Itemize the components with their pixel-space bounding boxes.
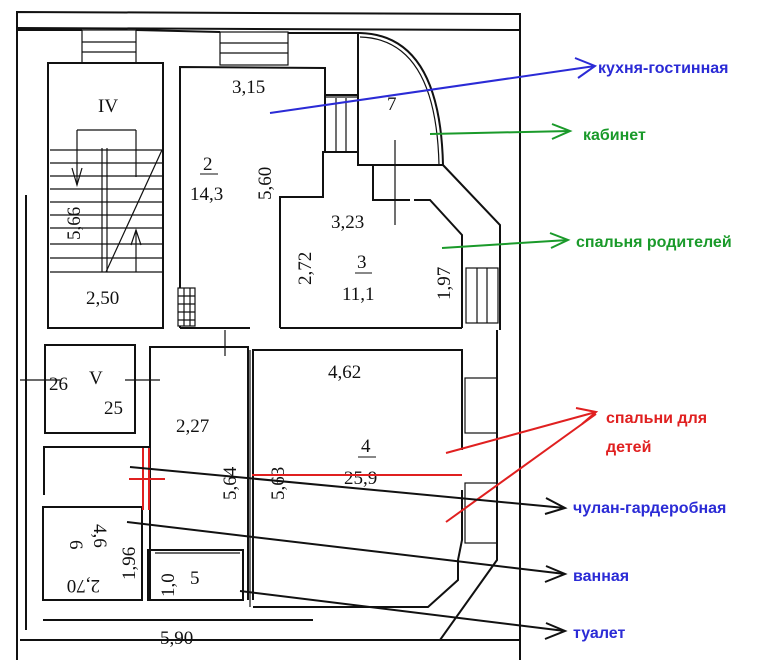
room6-area: 4,6 (89, 524, 110, 548)
arrow-parents-bedroom (441, 232, 571, 249)
plan-walls (16, 10, 521, 660)
room6-length: 1,96 (119, 547, 140, 580)
arrow-kitchen (269, 57, 598, 114)
stair-width: 2,50 (86, 288, 119, 309)
annotation-labels: кухня-гостинная кабинет спальня родителе… (573, 60, 732, 642)
room3-right: 1,97 (434, 267, 455, 300)
label-kitchen-living: кухня-гостинная (598, 60, 728, 77)
room5-number: 5 (190, 568, 200, 589)
room4-length: 5,63 (268, 467, 289, 500)
roomV-right: 25 (104, 398, 123, 419)
label-toilet: туалет (573, 625, 625, 642)
arrow-toilet (239, 590, 568, 640)
room2-area: 14,3 (190, 184, 223, 205)
room4-number: 4 (361, 436, 371, 457)
arrow-bathroom (126, 521, 568, 583)
room2-number: 2 (203, 154, 213, 175)
room3-width: 3,23 (331, 212, 364, 233)
arrow-kids-bedrooms (129, 407, 599, 523)
stair-name: IV (98, 96, 118, 117)
label-kids-bedrooms-line2: детей (606, 439, 651, 456)
bottom-dim: 5,90 (160, 628, 193, 649)
roomV-name: V (89, 368, 103, 389)
roomV-left: 26 (49, 374, 68, 395)
corridor-length: 5,64 (220, 466, 241, 500)
room3-number: 3 (357, 252, 367, 273)
room7-number: 7 (387, 94, 397, 115)
room4-area: 25,9 (344, 468, 377, 489)
room4-width: 4,62 (328, 362, 361, 383)
room5-width: 1,0 (158, 573, 179, 597)
label-bathroom: ванная (573, 568, 629, 585)
arrow-closet (43, 446, 568, 515)
room2-width: 3,15 (232, 77, 265, 98)
room6-number: 6 (65, 540, 86, 550)
room2-length: 5,60 (255, 167, 276, 200)
annotation-lines (43, 57, 599, 640)
label-study: кабинет (583, 127, 646, 144)
corridor-width: 2,27 (176, 416, 209, 437)
label-parents-bedroom: спальня родителей (576, 234, 732, 251)
room3-left: 2,72 (295, 252, 316, 285)
room6-width: 2,70 (67, 575, 100, 596)
arrow-study (429, 123, 573, 140)
label-kids-bedrooms: спальни для (606, 410, 707, 427)
room3-area: 11,1 (342, 284, 375, 305)
stair-length: 5,66 (64, 207, 85, 240)
plan-dimensions: IV 2,50 5,66 3,15 2 14,3 5,60 7 3,23 2,7… (49, 77, 455, 649)
label-closet: чулан-гардеробная (573, 500, 726, 517)
